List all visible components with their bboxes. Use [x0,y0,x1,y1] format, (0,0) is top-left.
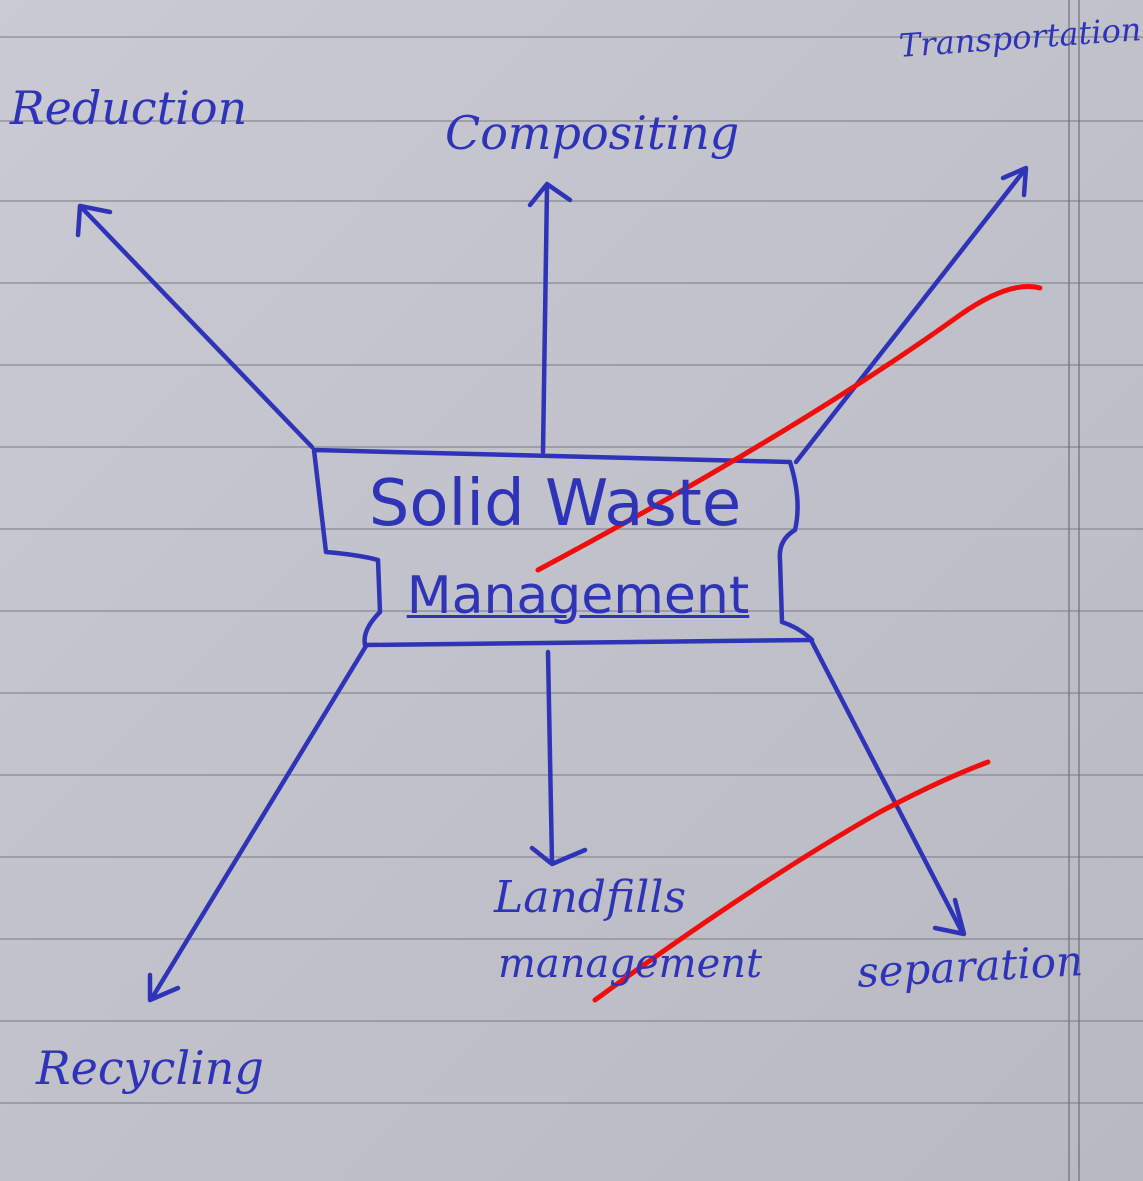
arrow-to-recycling [149,643,369,1001]
label-reduction: Reduction [10,81,248,135]
ruled-line [0,36,1143,38]
ruled-line [0,774,1143,776]
ruled-line [0,120,1143,122]
label-landfills-line1: Landfills [494,872,687,923]
ruled-line [0,282,1143,284]
arrowhead-separation [932,897,967,937]
label-compositing: Compositing [445,106,740,160]
center-title-line2: Management [406,566,750,626]
arrowhead-transportation [1000,165,1029,198]
ruled-line [0,692,1143,694]
ruled-line [0,938,1143,940]
arrowhead-reduction [75,203,113,238]
ruled-line [0,610,1143,612]
arrowhead-compositing [527,181,573,208]
arrow-to-separation [809,639,965,935]
label-separation: separation [855,936,1085,997]
label-landfills-line2: management [498,941,763,987]
center-title-line1: Solid Waste [368,467,742,541]
margin-line [1068,0,1070,1181]
arrowhead-recycling [147,972,181,1003]
arrow-to-transportation [793,169,1026,465]
red-correction-stroke [535,284,1043,573]
arrow-to-compositing [540,185,550,455]
red-correction-stroke [592,759,991,1003]
margin-line [1078,0,1080,1181]
ruled-line [0,528,1143,530]
ruled-line [0,1020,1143,1022]
ruled-line [0,364,1143,366]
ruled-line [0,446,1143,448]
arrow-to-landfills [545,649,555,865]
arrowhead-landfills [529,845,588,867]
arrow-to-reduction [79,205,315,450]
ruled-line [0,1102,1143,1104]
label-recycling: Recycling [36,1041,264,1095]
